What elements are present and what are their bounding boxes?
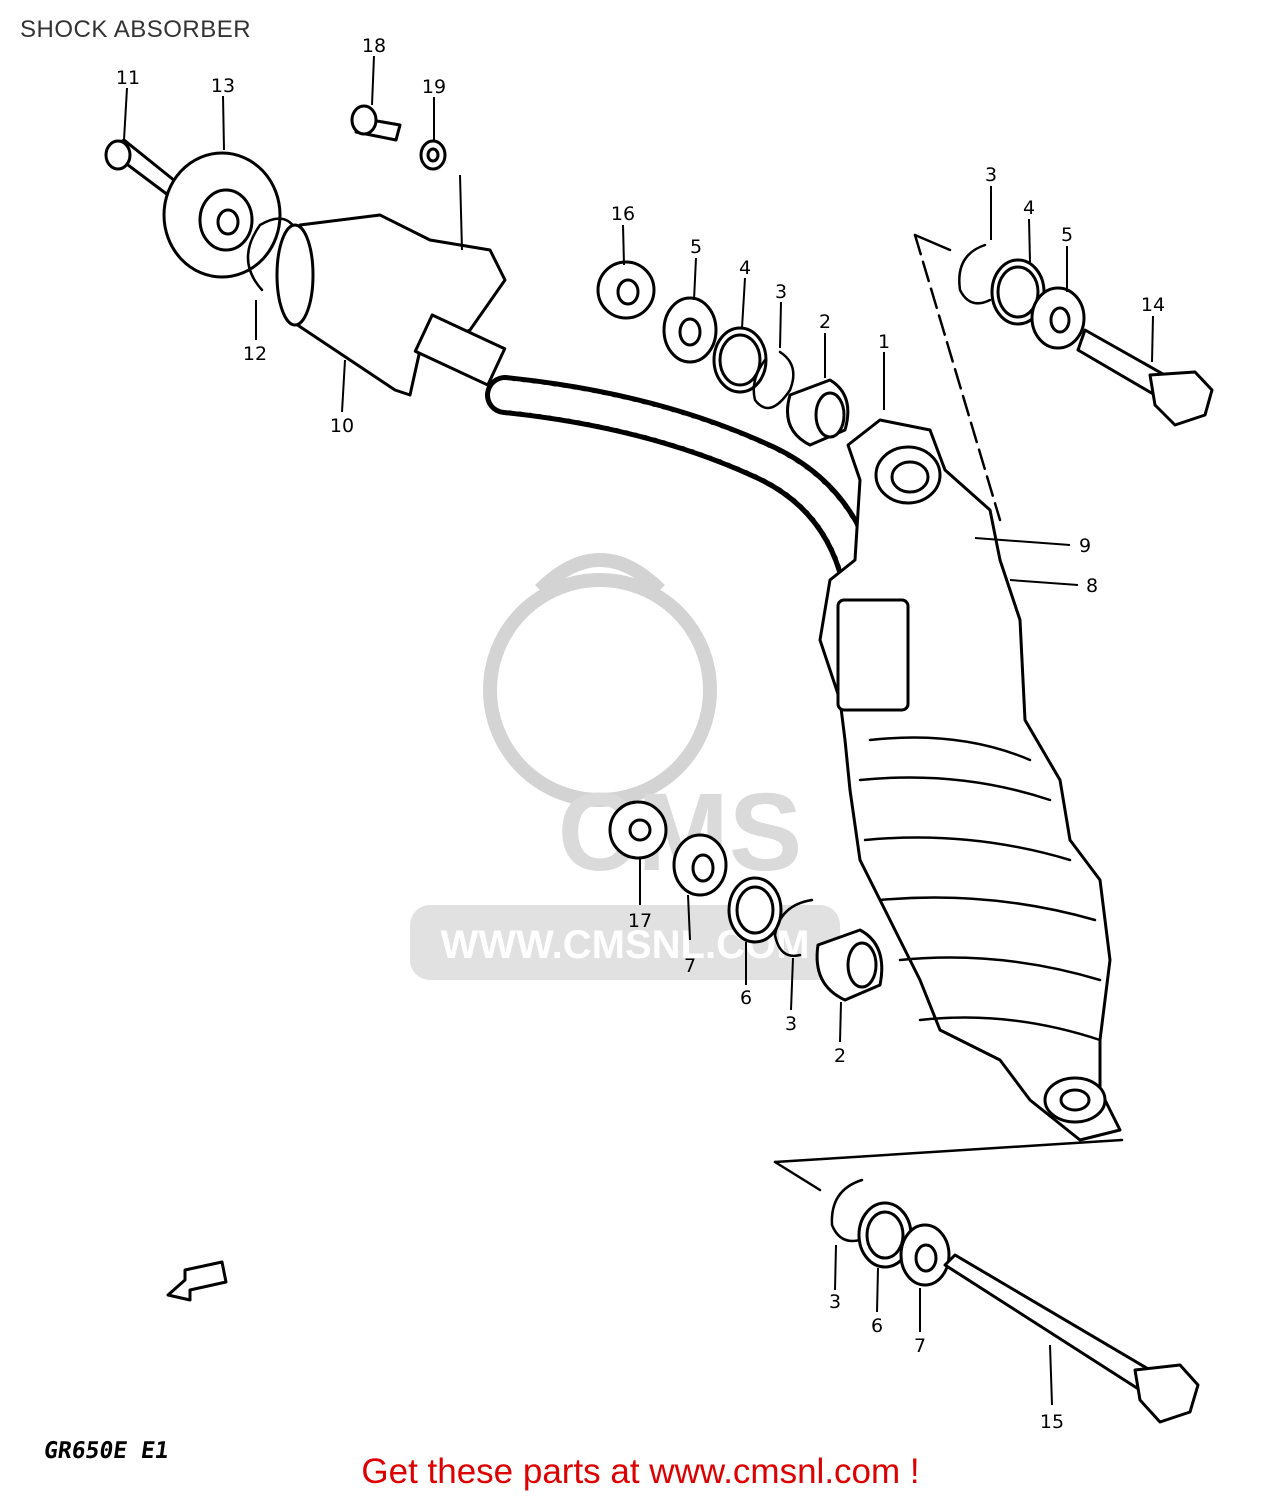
part-16-bush[interactable]	[596, 260, 656, 320]
callout-16[interactable]: 16	[611, 203, 635, 225]
part-1-shock-absorber[interactable]	[818, 418, 1122, 1142]
part-3-circlip-upper-left[interactable]	[752, 350, 795, 410]
callout-19[interactable]: 19	[422, 76, 446, 98]
get-parts-link[interactable]: Get these parts at www.cmsnl.com !	[361, 1452, 920, 1491]
part-14-bolt[interactable]	[1076, 328, 1214, 427]
callout-12[interactable]: 12	[243, 343, 267, 365]
callout-4[interactable]: 4	[739, 257, 751, 279]
callout-15[interactable]: 15	[1040, 1411, 1064, 1433]
callout-10[interactable]: 10	[330, 415, 354, 437]
callout-7[interactable]: 7	[914, 1335, 926, 1357]
callout-leader-lines	[123, 55, 1154, 1406]
callout-3[interactable]: 3	[785, 1013, 797, 1035]
part-6-ring-bottom[interactable]	[857, 1201, 913, 1269]
callout-3[interactable]: 3	[775, 281, 787, 303]
callout-2[interactable]: 2	[834, 1045, 846, 1067]
callout-13[interactable]: 13	[211, 75, 235, 97]
callout-8[interactable]: 8	[1086, 575, 1098, 597]
part-6-ring-lower-left[interactable]	[727, 876, 783, 944]
part-15-bolt[interactable]	[943, 1253, 1200, 1424]
part-2-collar-lower[interactable]	[815, 928, 884, 1002]
part-12-circlip[interactable]	[246, 217, 298, 292]
part-7-washer-bottom[interactable]	[899, 1223, 951, 1287]
part-13-adjuster-knob[interactable]	[162, 151, 282, 279]
part-3-circlip-upper-right[interactable]	[958, 243, 992, 305]
callout-2[interactable]: 2	[819, 311, 831, 333]
callout-5[interactable]: 5	[690, 236, 702, 258]
callout-3[interactable]: 3	[829, 1291, 841, 1313]
cms-watermark-logo: CMS WWW.CMSNL.COM	[410, 553, 840, 980]
part-3-circlip-lower-left[interactable]	[773, 898, 814, 958]
reservoir-hose	[485, 375, 880, 600]
callout-1[interactable]: 1	[878, 331, 890, 353]
part-4-ring-upper-left[interactable]	[712, 326, 768, 394]
callout-18[interactable]: 18	[362, 35, 386, 57]
part-5-washer-upper-right[interactable]	[1030, 286, 1086, 350]
part-7-washer-lower-left[interactable]	[672, 833, 728, 897]
callout-6[interactable]: 6	[740, 987, 752, 1009]
part-3-circlip-bottom[interactable]	[830, 1178, 864, 1243]
diagram-title: SHOCK ABSORBER	[20, 16, 252, 43]
callout-14[interactable]: 14	[1141, 294, 1165, 316]
callout-6[interactable]: 6	[871, 1315, 883, 1337]
part-17-bush[interactable]	[608, 800, 668, 860]
part-5-washer-upper-left[interactable]	[662, 296, 718, 364]
callout-4[interactable]: 4	[1023, 197, 1035, 219]
part-2-collar-upper[interactable]	[786, 378, 850, 447]
callout-3[interactable]: 3	[985, 164, 997, 186]
callout-11[interactable]: 11	[116, 67, 140, 89]
callout-5[interactable]: 5	[1061, 224, 1073, 246]
front-direction-arrow-icon	[166, 1260, 228, 1302]
callout-9[interactable]: 9	[1079, 535, 1091, 557]
part-10-reservoir[interactable]	[275, 213, 507, 397]
callout-labels: 18 19 11 13 12 10 16 5 4 3 2 1 3 4 5 14 …	[116, 35, 1165, 1433]
part-4-ring-upper-right[interactable]	[990, 258, 1046, 326]
part-19-washer[interactable]	[419, 139, 447, 171]
callout-17[interactable]: 17	[628, 910, 652, 932]
part-18-screw[interactable]	[350, 104, 402, 142]
callout-7[interactable]: 7	[684, 955, 696, 977]
